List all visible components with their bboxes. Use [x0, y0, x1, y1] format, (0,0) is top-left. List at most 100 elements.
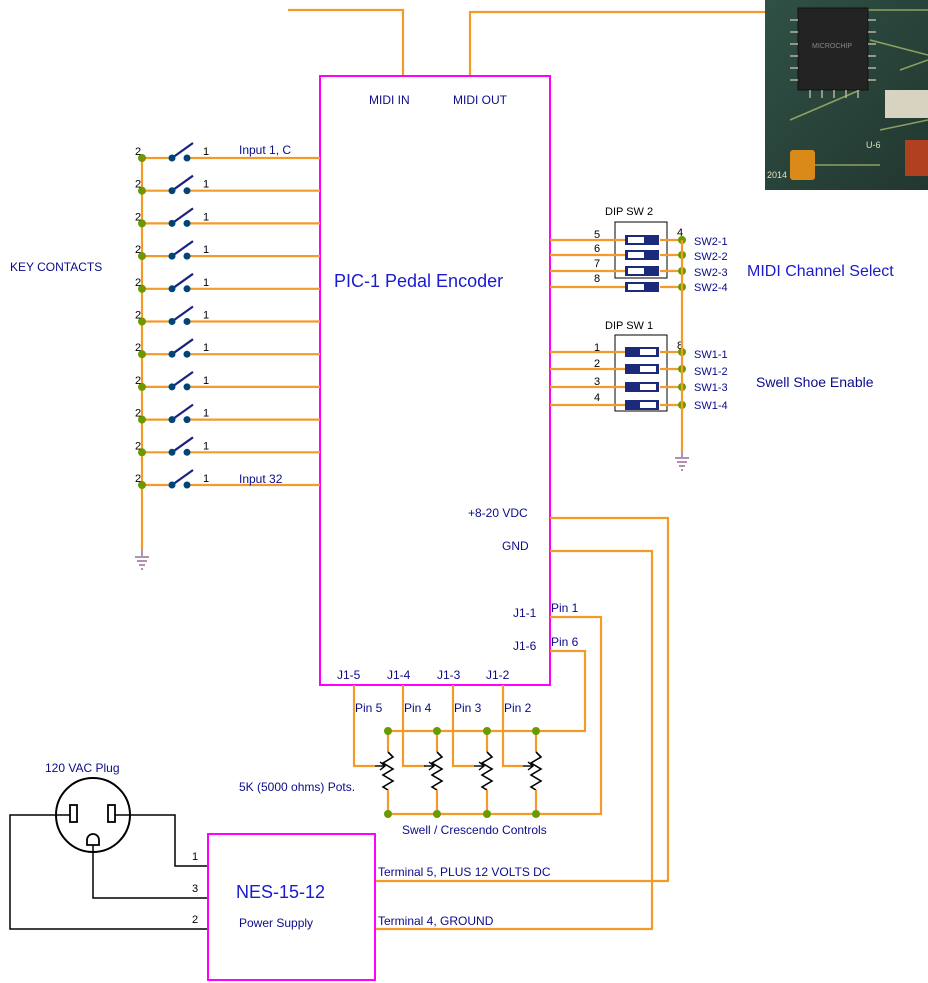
- dip1-out-3: SW1-3: [694, 382, 728, 394]
- switch-pin-2: 2: [135, 473, 141, 485]
- midi-in-label: MIDI IN: [369, 93, 410, 107]
- pot-pin2-label: Pin 2: [504, 701, 532, 715]
- psu-box: [207, 833, 376, 981]
- junction-dot: [138, 350, 146, 359]
- junction-dot: [138, 154, 146, 162]
- pot-pin5-label: Pin 5: [355, 701, 383, 715]
- junction-dot: [138, 252, 146, 261]
- dip2-pin-6: 6: [594, 243, 600, 255]
- potentiometer: [523, 727, 543, 818]
- terminal4-label: Terminal 4, GROUND: [378, 914, 494, 928]
- switch-pin-1: 1: [203, 408, 209, 420]
- switch-pin-2: 2: [135, 277, 141, 289]
- switch-pin-1: 1: [203, 375, 209, 387]
- input-32-label: Input 32: [239, 472, 283, 486]
- gnd-wire: [375, 549, 654, 931]
- dip-switch-row: [550, 250, 686, 260]
- gnd-label: GND: [502, 539, 529, 553]
- ac-line-wire: [115, 814, 208, 867]
- pot-pin3-label: Pin 3: [454, 701, 482, 715]
- junction-dot: [483, 810, 491, 818]
- junction-dot: [483, 727, 491, 735]
- switch-pin-2: 2: [135, 211, 141, 223]
- j1-1-label: J1-1: [513, 606, 537, 620]
- switch-pin-1: 1: [203, 211, 209, 223]
- key-contacts-label: KEY CONTACTS: [10, 260, 102, 274]
- j1-4-label: J1-4: [387, 668, 411, 682]
- dip1-out-2: SW1-2: [694, 366, 728, 378]
- switch-pin-2: 2: [135, 146, 141, 158]
- switch-pin-1: 1: [203, 310, 209, 322]
- junction-dot: [138, 219, 146, 228]
- ground-symbol-keys: [135, 556, 149, 570]
- potentiometer: [424, 727, 444, 818]
- dip-switch-row: [550, 282, 686, 292]
- junction-dot: [532, 810, 540, 818]
- j1-3-label: J1-3: [437, 668, 461, 682]
- potentiometer: [375, 727, 395, 818]
- midi-in-wire: [288, 8, 405, 76]
- psu-pin-2: 2: [192, 914, 198, 926]
- switch-pin-2: 2: [135, 375, 141, 387]
- junction-dot: [384, 727, 392, 735]
- dip1-pin-4: 4: [594, 392, 600, 404]
- potentiometer: [474, 727, 494, 818]
- dip2-pin-right: 4: [677, 227, 683, 239]
- dip1-pin-1: 1: [594, 342, 600, 354]
- pots-label: 5K (5000 ohms) Pots.: [239, 780, 355, 794]
- dip2-pin-7: 7: [594, 258, 600, 270]
- switch-pin-2: 2: [135, 179, 141, 191]
- vdc-wire: [375, 516, 670, 883]
- pin6-label: Pin 6: [551, 635, 579, 649]
- ac-ground-wire: [92, 845, 208, 899]
- psu-pin-3: 3: [192, 883, 198, 895]
- dip2-title: DIP SW 2: [605, 206, 653, 218]
- switch-pin-1: 1: [203, 146, 209, 158]
- encoder-title: PIC-1 Pedal Encoder: [334, 271, 503, 291]
- dip1-function: Swell Shoe Enable: [756, 374, 874, 390]
- board-ref: U-6: [866, 140, 881, 150]
- switch-pin-2: 2: [135, 310, 141, 322]
- switch-pin-1: 1: [203, 179, 209, 191]
- switch-pin-2: 2: [135, 408, 141, 420]
- switch-pin-1: 1: [203, 277, 209, 289]
- chip-marking: MICROCHIP: [812, 43, 852, 50]
- junction-dot: [138, 415, 146, 424]
- dip2-pin-5: 5: [594, 229, 600, 241]
- terminal5-label: Terminal 5, PLUS 12 VOLTS DC: [378, 865, 551, 879]
- potentiometers: [375, 727, 543, 818]
- dip2-out-3: SW2-3: [694, 267, 728, 279]
- input-1-label: Input 1, C: [239, 143, 291, 157]
- j1-6-label: J1-6: [513, 639, 537, 653]
- switch-pin-1: 1: [203, 440, 209, 452]
- plug-label: 120 VAC Plug: [45, 761, 120, 775]
- dip1-pin-3: 3: [594, 376, 600, 388]
- dip1-out-4: SW1-4: [694, 400, 728, 412]
- junction-dot: [138, 317, 146, 326]
- junction-dot: [138, 448, 146, 457]
- switch-pin-2: 2: [135, 440, 141, 452]
- board-year: 2014: [767, 170, 787, 180]
- switch-pin-2: 2: [135, 342, 141, 354]
- junction-dot: [138, 284, 146, 293]
- dip2-switches: [550, 235, 686, 292]
- dip2-pin-8: 8: [594, 273, 600, 285]
- junction-dot: [433, 810, 441, 818]
- dip2-function: MIDI Channel Select: [747, 263, 894, 280]
- switch-pin-1: 1: [203, 244, 209, 256]
- switch-pin-1: 1: [203, 473, 209, 485]
- switch-pin-1: 1: [203, 342, 209, 354]
- dip1-pin-2: 2: [594, 358, 600, 370]
- dip2-out-4: SW2-4: [694, 282, 728, 294]
- j1-4-wire: [401, 685, 425, 768]
- j1-5-label: J1-5: [337, 668, 361, 682]
- dip-switch-row: [550, 364, 686, 374]
- dip2-out-1: SW2-1: [694, 236, 728, 248]
